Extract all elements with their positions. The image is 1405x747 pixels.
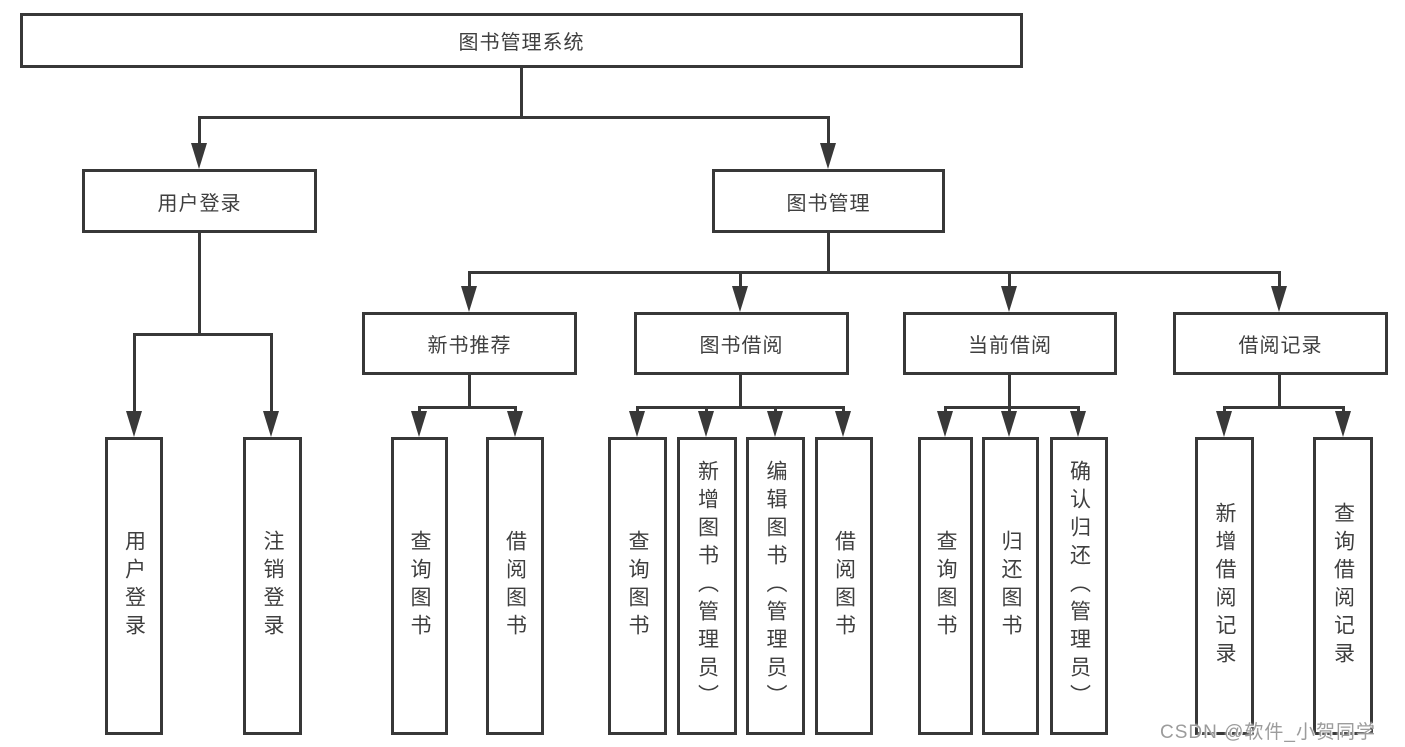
node-borrow-records: 借阅记录 [1173, 312, 1388, 375]
leaf-cb-return-books: 归还图书 [982, 437, 1039, 735]
node-current-borrow-label: 当前借阅 [968, 335, 1052, 357]
connector-user-login-trunk [198, 233, 201, 335]
node-current-borrow: 当前借阅 [903, 312, 1117, 375]
leaf-br-query-record-label: 查询借阅记录 [1331, 502, 1355, 670]
leaf-bb-borrow-books-label: 借阅图书 [832, 530, 856, 642]
leaf-rec-borrow-books-label: 借阅图书 [503, 530, 527, 642]
leaf-br-query-record: 查询借阅记录 [1313, 437, 1373, 735]
arrow-down-icon [461, 286, 477, 312]
connector-root-branch [198, 116, 830, 119]
leaf-cb-confirm-return: 确认归还（管理员） [1050, 437, 1108, 735]
leaf-user-login: 用户登录 [105, 437, 163, 735]
arrow-down-icon [1001, 411, 1017, 437]
leaf-cb-confirm-return-label: 确认归还（管理员） [1067, 460, 1091, 712]
arrow-down-icon [191, 143, 207, 169]
leaf-rec-query-books-label: 查询图书 [408, 530, 431, 642]
arrow-down-icon [1335, 411, 1351, 437]
connector-stem-book-mgmt [827, 116, 830, 151]
connector-stem-module [739, 271, 742, 291]
leaf-br-add-record-label: 新增借阅记录 [1213, 502, 1236, 670]
node-book-borrow-label: 图书借阅 [699, 335, 784, 357]
connector-bb-trunk [739, 375, 742, 408]
connector-rec-trunk [468, 375, 471, 408]
connector-stem-user-login [198, 116, 201, 151]
arrow-down-icon [1070, 411, 1086, 437]
arrow-down-icon [767, 411, 783, 437]
arrow-down-icon [629, 411, 645, 437]
connector-stem-module [468, 271, 471, 291]
node-root-label: 图书管理系统 [458, 32, 585, 54]
arrow-down-icon [820, 143, 836, 169]
leaf-cb-query-books: 查询图书 [918, 437, 973, 735]
node-borrow-records-label: 借阅记录 [1238, 335, 1323, 357]
connector-stem-module [1008, 271, 1011, 291]
connector-stem-leaf [133, 333, 136, 413]
leaf-logout-label: 注销登录 [261, 530, 284, 642]
arrow-down-icon [411, 411, 427, 437]
arrow-down-icon [507, 411, 523, 437]
leaf-bb-query-books: 查询图书 [608, 437, 667, 735]
leaf-cb-query-books-label: 查询图书 [934, 530, 957, 642]
node-user-login-label: 用户登录 [157, 192, 242, 215]
leaf-rec-query-books: 查询图书 [391, 437, 448, 735]
arrow-down-icon [1271, 286, 1287, 312]
leaf-logout: 注销登录 [243, 437, 302, 735]
arrow-down-icon [1001, 286, 1017, 312]
node-new-book-recommend-label: 新书推荐 [427, 335, 512, 357]
arrow-down-icon [937, 411, 953, 437]
node-user-login: 用户登录 [82, 169, 317, 233]
arrow-down-icon [698, 411, 714, 437]
arrow-down-icon [126, 411, 142, 437]
connector-book-mgmt-branch [468, 271, 1281, 274]
connector-rec-branch [418, 406, 517, 409]
connector-cb-branch [944, 406, 1080, 409]
connector-stem-module [1278, 271, 1281, 291]
connector-br-trunk [1278, 375, 1281, 408]
connector-stem-leaf [270, 333, 273, 413]
connector-bb-branch [636, 406, 845, 409]
node-book-borrow: 图书借阅 [634, 312, 849, 375]
leaf-rec-borrow-books: 借阅图书 [486, 437, 544, 735]
node-book-management-label: 图书管理 [786, 192, 871, 215]
arrow-down-icon [835, 411, 851, 437]
connector-root-trunk [520, 68, 523, 118]
arrow-down-icon [732, 286, 748, 312]
leaf-bb-borrow-books: 借阅图书 [815, 437, 873, 735]
node-new-book-recommend: 新书推荐 [362, 312, 577, 375]
connector-book-mgmt-trunk [827, 233, 830, 273]
csdn-watermark: CSDN @软件_小贺同学 [1160, 722, 1376, 743]
connector-user-login-branch [133, 333, 273, 336]
leaf-user-login-label: 用户登录 [122, 530, 146, 642]
connector-br-branch [1223, 406, 1344, 409]
leaf-br-add-record: 新增借阅记录 [1195, 437, 1254, 735]
node-book-management: 图书管理 [712, 169, 945, 233]
connector-cb-trunk [1008, 375, 1011, 408]
leaf-bb-query-books-label: 查询图书 [626, 530, 649, 642]
leaf-bb-edit-books: 编辑图书（管理员） [746, 437, 805, 735]
node-root: 图书管理系统 [20, 13, 1023, 68]
leaf-bb-add-books: 新增图书（管理员） [677, 437, 737, 735]
leaf-bb-add-books-label: 新增图书（管理员） [695, 460, 719, 712]
leaf-bb-edit-books-label: 编辑图书（管理员） [764, 460, 787, 712]
leaf-cb-return-books-label: 归还图书 [999, 530, 1022, 642]
arrow-down-icon [1216, 411, 1232, 437]
arrow-down-icon [263, 411, 279, 437]
